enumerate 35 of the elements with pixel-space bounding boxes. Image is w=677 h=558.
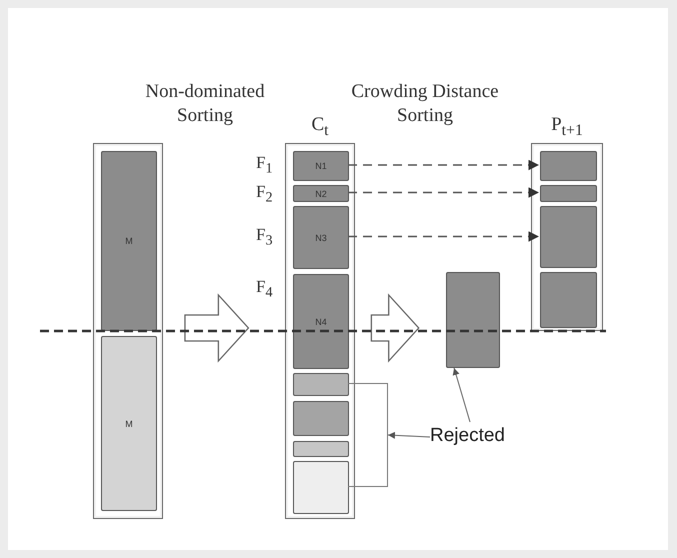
arrow xyxy=(452,368,470,422)
front-block xyxy=(540,206,597,268)
bracket xyxy=(348,383,388,487)
population-label: C$_{t}$ xyxy=(310,114,330,140)
block-label: M xyxy=(125,236,133,246)
front-label: F$_{4}$ xyxy=(256,277,273,302)
block-label: N3 xyxy=(315,232,327,242)
block-arrow xyxy=(370,293,420,363)
step-label: Crowding Distance Sorting xyxy=(350,80,500,128)
arrow xyxy=(388,432,430,439)
block-label: N4 xyxy=(315,316,327,326)
front-block xyxy=(293,441,349,457)
front-block xyxy=(101,336,157,511)
block-label: N2 xyxy=(315,188,327,198)
front-block xyxy=(540,185,597,202)
front-block xyxy=(446,272,500,368)
front-block xyxy=(101,151,157,331)
dashed-arrow xyxy=(348,160,539,170)
block-label: N1 xyxy=(315,161,327,171)
block-label: M xyxy=(125,418,133,428)
front-label: F$_{3}$ xyxy=(256,224,273,249)
callout-text: Rejected xyxy=(430,422,522,450)
dashed-arrow xyxy=(348,231,539,242)
front-block xyxy=(293,373,349,396)
block-arrow xyxy=(184,293,250,363)
front-block xyxy=(293,461,349,514)
front-label: F$_{1}$ xyxy=(256,153,273,178)
front-label: F$_{2}$ xyxy=(256,182,273,206)
front-block xyxy=(540,151,597,181)
dashed-arrow xyxy=(348,187,539,198)
front-block xyxy=(540,272,597,328)
population-label: P$_{t+1}$ xyxy=(550,114,584,140)
population-column xyxy=(93,143,163,519)
front-block xyxy=(293,401,349,436)
step-label: Non-dominated Sorting xyxy=(144,80,266,128)
